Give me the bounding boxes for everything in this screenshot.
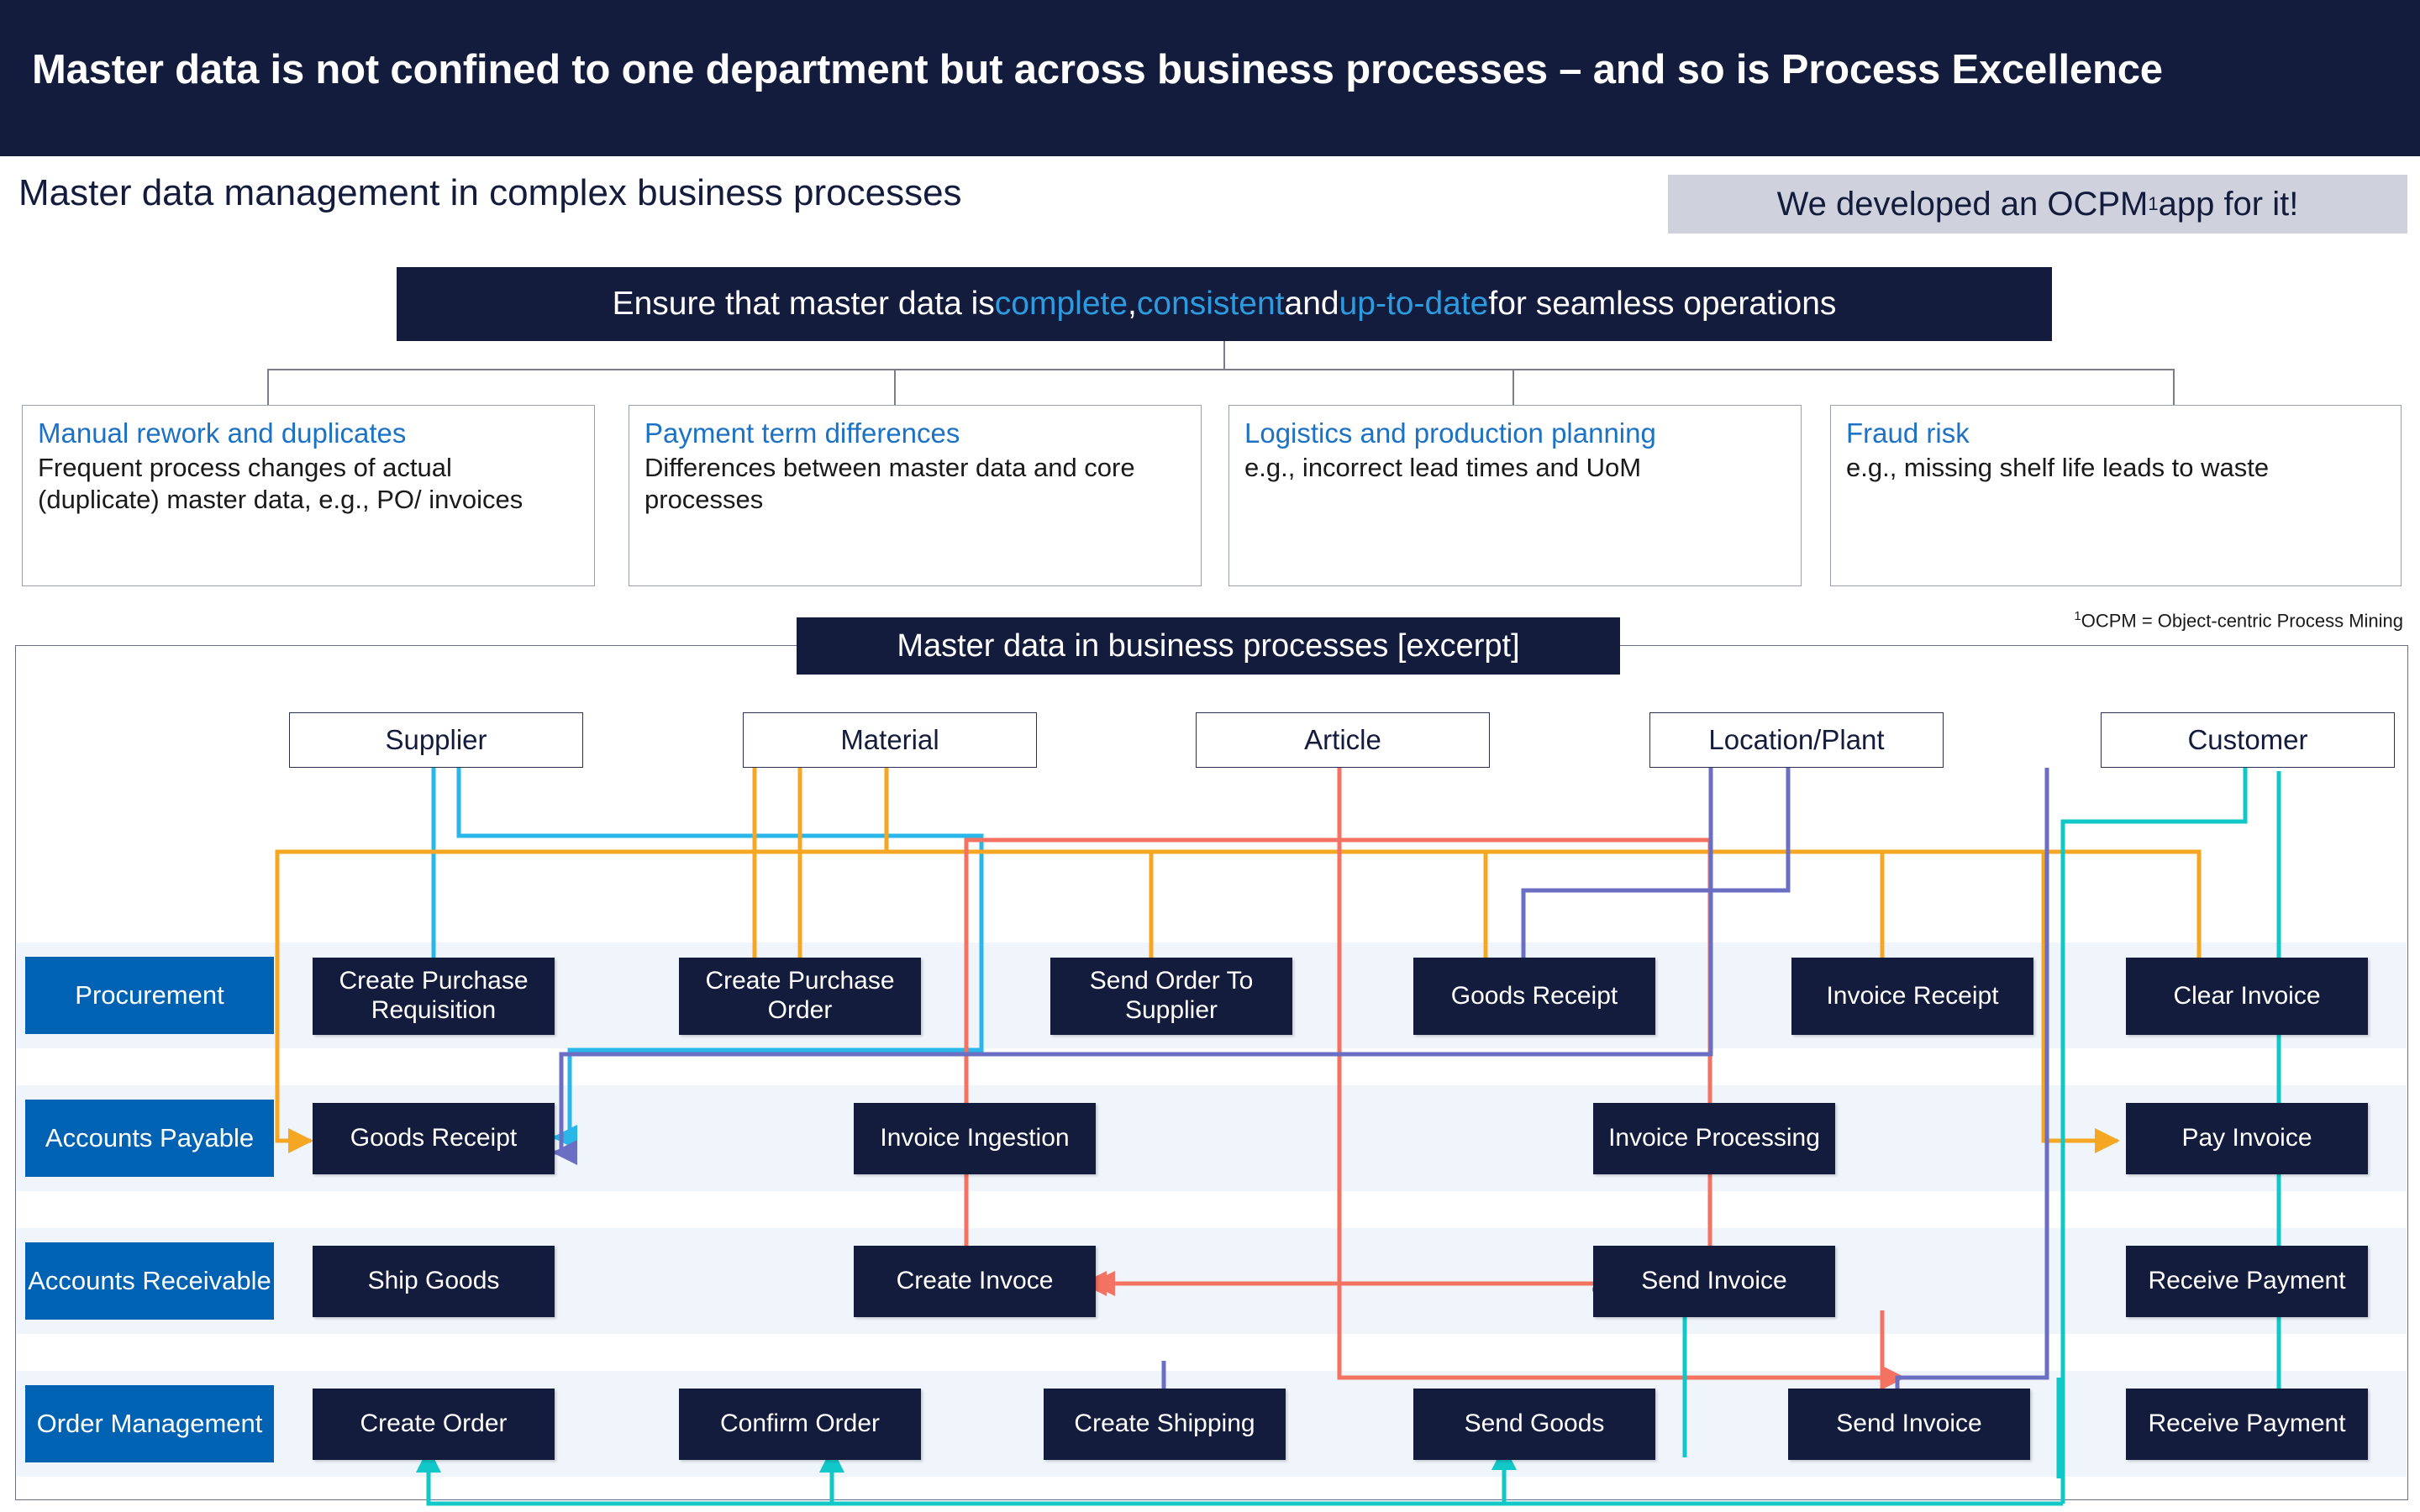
info-box-title: Fraud risk bbox=[1846, 417, 1970, 449]
lane-label-text: Procurement bbox=[75, 979, 224, 1010]
master-data-object-label: Customer bbox=[2187, 724, 2308, 755]
master-data-object-supplier[interactable]: Supplier bbox=[289, 712, 583, 768]
activity-label: Create Shipping bbox=[1074, 1410, 1255, 1438]
activity-create-invoce[interactable]: Create Invoce bbox=[854, 1246, 1096, 1317]
master-data-object-label: Material bbox=[840, 724, 939, 755]
activity-send-order-to-supplier[interactable]: Send Order To Supplier bbox=[1050, 958, 1292, 1035]
info-box-body: Frequent process changes of actual (dupl… bbox=[38, 452, 523, 515]
activity-ship-goods[interactable]: Ship Goods bbox=[313, 1246, 555, 1317]
info-box-logistics: Logistics and production planning e.g., … bbox=[1228, 405, 1802, 586]
activity-label: Send Goods bbox=[1464, 1410, 1605, 1438]
connector-drop-1 bbox=[267, 369, 269, 406]
panel-title: Master data in business processes [excer… bbox=[797, 617, 1620, 675]
ensure-part-4: for seamless operations bbox=[1488, 286, 1837, 322]
connector-drop-3 bbox=[1512, 369, 1514, 406]
footnote: 1OCPM = Object-centric Process Mining bbox=[2074, 609, 2403, 632]
activity-confirm-order[interactable]: Confirm Order bbox=[679, 1389, 921, 1460]
info-box-title: Payment term differences bbox=[644, 417, 960, 449]
master-data-object-customer[interactable]: Customer bbox=[2101, 712, 2395, 768]
activity-invoice-processing[interactable]: Invoice Processing bbox=[1593, 1103, 1835, 1174]
master-data-object-article[interactable]: Article bbox=[1196, 712, 1490, 768]
info-box-body: e.g., missing shelf life leads to waste bbox=[1846, 452, 2270, 482]
activity-send-invoice-receivable[interactable]: Send Invoice bbox=[1593, 1246, 1835, 1317]
ocpm-badge-superscript: 1 bbox=[2148, 193, 2159, 214]
activity-send-invoice-order[interactable]: Send Invoice bbox=[1788, 1389, 2030, 1460]
activity-invoice-receipt[interactable]: Invoice Receipt bbox=[1791, 958, 2033, 1035]
info-box-title: Manual rework and duplicates bbox=[38, 417, 407, 449]
lane-label-order-management[interactable]: Order Management bbox=[25, 1385, 274, 1462]
info-box-fraud-risk: Fraud risk e.g., missing shelf life lead… bbox=[1830, 405, 2402, 586]
ensure-part-3: and bbox=[1284, 286, 1339, 322]
info-box-body: Differences between master data and core… bbox=[644, 452, 1135, 515]
ensure-highlight-complete: complete bbox=[994, 286, 1128, 322]
activity-pay-invoice[interactable]: Pay Invoice bbox=[2126, 1103, 2368, 1174]
activity-label: Send Invoice bbox=[1641, 1267, 1787, 1295]
activity-label: Goods Receipt bbox=[350, 1124, 518, 1152]
activity-label: Send Order To Supplier bbox=[1089, 967, 1254, 1024]
activity-label: Invoice Ingestion bbox=[880, 1124, 1070, 1152]
ensure-part-1: Ensure that master data is bbox=[612, 286, 995, 322]
connector-vertical-stem bbox=[1223, 341, 1225, 370]
master-data-object-location-plant[interactable]: Location/Plant bbox=[1649, 712, 1944, 768]
activity-label: Receive Payment bbox=[2148, 1267, 2346, 1295]
ensure-part-2: , bbox=[1128, 286, 1137, 322]
activity-create-shipping[interactable]: Create Shipping bbox=[1044, 1389, 1286, 1460]
activity-label: Receive Payment bbox=[2148, 1410, 2346, 1438]
lane-label-accounts-receivable[interactable]: Accounts Receivable bbox=[25, 1242, 274, 1320]
master-data-object-label: Location/Plant bbox=[1708, 724, 1885, 755]
lane-label-text: Accounts Payable bbox=[45, 1122, 255, 1152]
master-data-object-label: Supplier bbox=[385, 724, 487, 755]
activity-label: Pay Invoice bbox=[2181, 1124, 2312, 1152]
activity-create-order[interactable]: Create Order bbox=[313, 1389, 555, 1460]
activity-invoice-ingestion[interactable]: Invoice Ingestion bbox=[854, 1103, 1096, 1174]
lane-label-accounts-payable[interactable]: Accounts Payable bbox=[25, 1100, 274, 1177]
activity-label: Ship Goods bbox=[367, 1267, 500, 1295]
info-box-manual-rework: Manual rework and duplicates Frequent pr… bbox=[22, 405, 595, 586]
activity-goods-receipt-payable[interactable]: Goods Receipt bbox=[313, 1103, 555, 1174]
footnote-superscript: 1 bbox=[2074, 609, 2081, 623]
activity-label: Clear Invoice bbox=[2173, 981, 2321, 1010]
activity-create-purchase-requisition[interactable]: Create Purchase Requisition bbox=[313, 958, 555, 1035]
info-box-title: Logistics and production planning bbox=[1244, 417, 1656, 449]
ocpm-badge-prefix: We developed an OCPM bbox=[1776, 185, 2149, 223]
activity-send-goods[interactable]: Send Goods bbox=[1413, 1389, 1655, 1460]
activity-receive-payment-order[interactable]: Receive Payment bbox=[2126, 1389, 2368, 1460]
activity-label: Create Purchase Requisition bbox=[339, 967, 529, 1024]
activity-goods-receipt-procurement[interactable]: Goods Receipt bbox=[1413, 958, 1655, 1035]
lane-label-text: Order Management bbox=[36, 1408, 263, 1438]
activity-label: Confirm Order bbox=[719, 1410, 881, 1438]
lane-label-procurement[interactable]: Procurement bbox=[25, 957, 274, 1034]
master-data-object-material[interactable]: Material bbox=[743, 712, 1037, 768]
ensure-highlight-uptodate: up-to-date bbox=[1339, 286, 1489, 322]
footnote-text: OCPM = Object-centric Process Mining bbox=[2081, 610, 2403, 632]
activity-clear-invoice[interactable]: Clear Invoice bbox=[2126, 958, 2368, 1035]
ocpm-badge-suffix: app for it! bbox=[2158, 185, 2299, 223]
info-box-body: e.g., incorrect lead times and UoM bbox=[1244, 452, 1642, 482]
activity-receive-payment-receivable[interactable]: Receive Payment bbox=[2126, 1246, 2368, 1317]
title-bar: Master data is not confined to one depar… bbox=[0, 0, 2420, 156]
activity-label: Send Invoice bbox=[1836, 1410, 1982, 1438]
activity-label: Create Invoce bbox=[896, 1267, 1054, 1295]
subheader-text: Master data management in complex busine… bbox=[18, 172, 962, 213]
ensure-highlight-consistent: consistent bbox=[1136, 286, 1285, 322]
info-box-payment-term: Payment term differences Differences bet… bbox=[629, 405, 1202, 586]
activity-label: Goods Receipt bbox=[1450, 981, 1618, 1010]
page-title: Master data is not confined to one depar… bbox=[32, 47, 2163, 92]
lane-label-text: Accounts Receivable bbox=[28, 1265, 271, 1295]
connector-horizontal-bus bbox=[267, 369, 2175, 370]
activity-label: Invoice Processing bbox=[1608, 1124, 1820, 1152]
connector-drop-2 bbox=[894, 369, 896, 406]
activity-create-purchase-order[interactable]: Create Purchase Order bbox=[679, 958, 921, 1035]
activity-label: Invoice Receipt bbox=[1826, 981, 1999, 1010]
ensure-banner: Ensure that master data is complete, con… bbox=[397, 267, 2052, 341]
activity-label: Create Purchase Order bbox=[705, 967, 895, 1024]
master-data-object-label: Article bbox=[1304, 724, 1381, 755]
connector-drop-4 bbox=[2173, 369, 2175, 406]
activity-label: Create Order bbox=[360, 1410, 508, 1438]
